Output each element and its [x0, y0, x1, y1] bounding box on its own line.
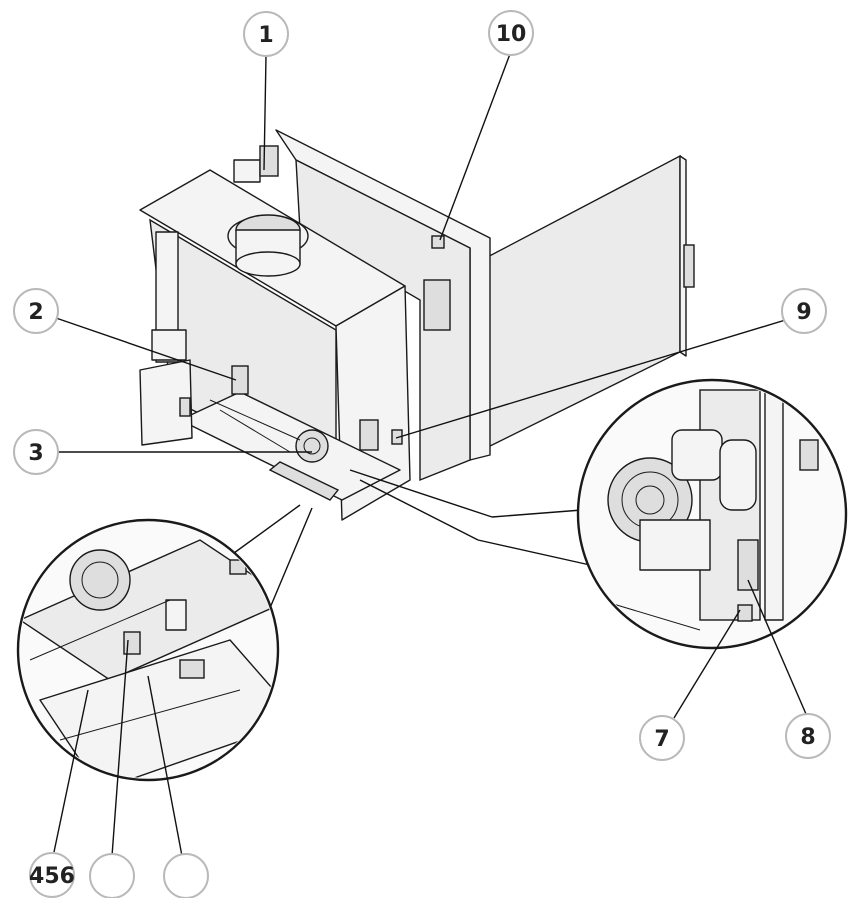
leader-lines [53, 53, 807, 857]
callout-6 [163, 853, 209, 898]
callout-2: 2 [13, 288, 59, 334]
callout-456: 456 [29, 852, 75, 898]
callout-3-label: 3 [28, 441, 43, 466]
door-handle [683, 244, 695, 288]
callout-5 [89, 853, 135, 898]
main-body [139, 145, 451, 521]
callout-2-label: 2 [28, 300, 43, 325]
pump-component [295, 429, 329, 463]
callout-10: 10 [488, 10, 534, 56]
callout-3: 3 [13, 429, 59, 475]
callout-10-label: 10 [496, 22, 527, 47]
callout-7-label: 7 [654, 727, 669, 752]
detail-view-left [16, 504, 313, 782]
callout-1-label: 1 [258, 23, 273, 48]
callout-9-label: 9 [796, 300, 811, 325]
callout-456-label: 456 [29, 864, 75, 889]
callout-8-label: 8 [800, 725, 815, 750]
callout-1: 1 [243, 11, 289, 57]
callout-7: 7 [639, 715, 685, 761]
detail-view-right [349, 378, 848, 650]
callout-8: 8 [785, 713, 831, 759]
callout-9: 9 [781, 288, 827, 334]
